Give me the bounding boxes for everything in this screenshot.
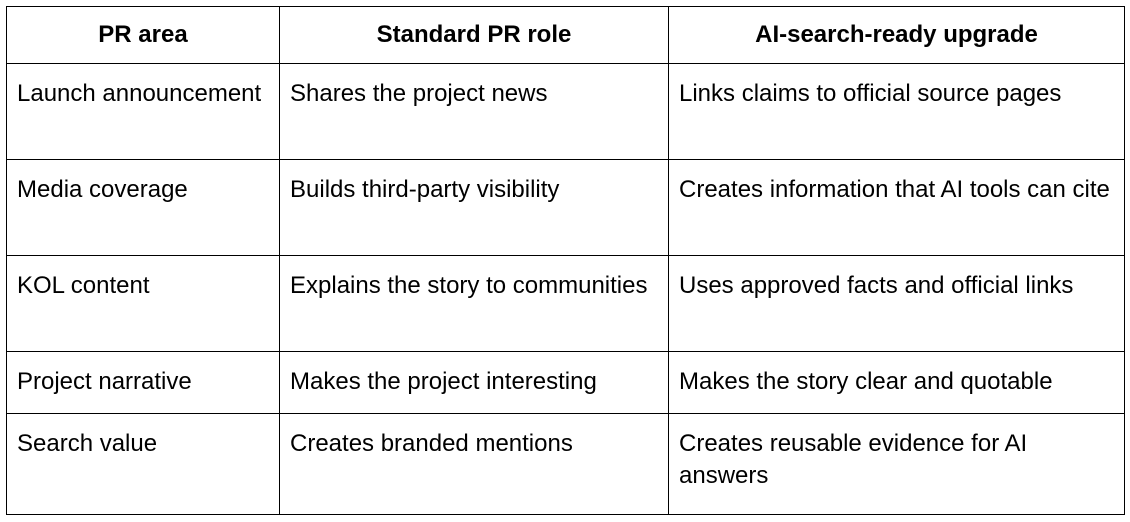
table-cell-pr-area: KOL content: [6, 255, 280, 352]
column-header-standard-pr-role: Standard PR role: [279, 6, 669, 64]
table-row: Media coverage Builds third-party visibi…: [6, 159, 1125, 256]
table-row: Launch announcement Shares the project n…: [6, 63, 1125, 160]
comparison-table: PR area Standard PR role AI-search-ready…: [6, 6, 1125, 515]
table-cell-standard-pr-role: Makes the project interesting: [279, 351, 669, 414]
table-header-row: PR area Standard PR role AI-search-ready…: [6, 6, 1125, 64]
table-cell-ai-search-ready-upgrade: Creates reusable evidence for AI answers: [668, 413, 1125, 515]
table-cell-ai-search-ready-upgrade: Creates information that AI tools can ci…: [668, 159, 1125, 256]
table-cell-pr-area: Media coverage: [6, 159, 280, 256]
table-cell-standard-pr-role: Shares the project news: [279, 63, 669, 160]
table-cell-pr-area: Search value: [6, 413, 280, 515]
table-cell-ai-search-ready-upgrade: Makes the story clear and quotable: [668, 351, 1125, 414]
table-cell-ai-search-ready-upgrade: Uses approved facts and official links: [668, 255, 1125, 352]
table-row: Search value Creates branded mentions Cr…: [6, 413, 1125, 515]
table-cell-ai-search-ready-upgrade: Links claims to official source pages: [668, 63, 1125, 160]
table-cell-standard-pr-role: Explains the story to communities: [279, 255, 669, 352]
table-row: Project narrative Makes the project inte…: [6, 351, 1125, 414]
table-cell-pr-area: Project narrative: [6, 351, 280, 414]
table-cell-standard-pr-role: Builds third-party visibility: [279, 159, 669, 256]
column-header-pr-area: PR area: [6, 6, 280, 64]
table-cell-pr-area: Launch announcement: [6, 63, 280, 160]
column-header-ai-search-ready-upgrade: AI-search-ready upgrade: [668, 6, 1125, 64]
table-cell-standard-pr-role: Creates branded mentions: [279, 413, 669, 515]
table-row: KOL content Explains the story to commun…: [6, 255, 1125, 352]
